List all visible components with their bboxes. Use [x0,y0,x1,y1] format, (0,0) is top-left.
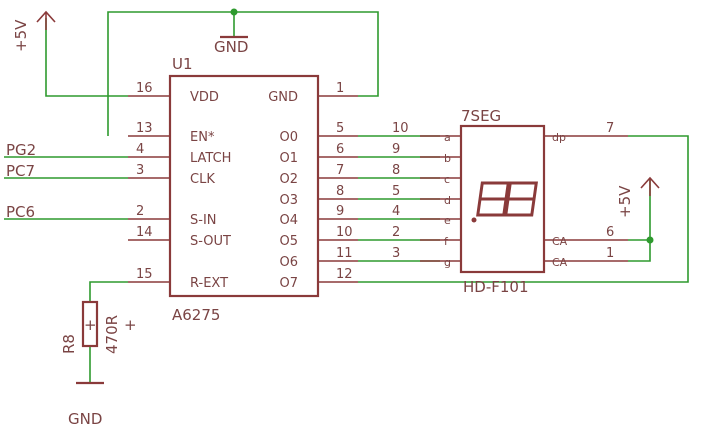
seg-pin-5-number: 5 [392,184,400,199]
u1-pin-14-number: 14 [136,225,153,240]
net-label-vcc-right: +5V [616,185,634,218]
u1-pin-12-number: 12 [336,267,353,282]
seg-pin-4-number: 4 [392,204,400,219]
wire-o7-dp [358,135,689,283]
u1-ref: U1 [172,55,193,73]
seg-pin-10-number: 10 [392,121,409,136]
u1-pin-15-number: 15 [136,267,153,282]
u1-pin-2-number: 2 [136,204,144,219]
seg-pin-3-number: 3 [392,246,400,261]
u1-value: A6275 [172,306,220,324]
net-label-gnd-top: GND [214,38,248,56]
u1-body [168,74,320,298]
u1-pin-6-number: 6 [336,142,344,157]
u1-pin-14-name: S-OUT [190,234,231,249]
seg-pin-8-number: 8 [392,163,400,178]
seg-pin-7-name: dp [552,131,566,144]
wire-ca-vcc [628,239,651,262]
u1-pin-13-number: 13 [136,121,153,136]
u1-pin-6-name: O1 [279,151,298,166]
seg-pin-2-number: 2 [392,225,400,240]
seg-pin-4-name: e [444,214,451,227]
supply-gnd-bottom: GND [68,381,104,428]
u1-pin-5-number: 5 [336,121,344,136]
u1-pin-4-number: 4 [136,142,144,157]
seg-pin-7-number: 7 [606,121,614,136]
seg-pin-8-name: c [444,173,450,186]
supply-vcc-left: +5V [12,10,56,52]
seg-dp-dot-icon [471,217,477,223]
u1-pin-7-name: O2 [279,172,298,187]
u1-pin-13-name: EN* [190,130,215,145]
u1-pin-2-name: S-IN [190,213,217,228]
supply-vcc-right: +5V [616,176,660,218]
net-label-gnd-bottom: GND [68,410,102,428]
r8-body [81,300,99,348]
seg-ref: 7SEG [461,107,501,125]
seg-pin-10-name: a [444,131,451,144]
supply-gnd-top: GND [214,35,248,56]
u1-pin-8-name: O3 [279,193,298,208]
seg-pin-9-name: b [444,152,451,165]
u1-pin-1-number: 1 [336,81,344,96]
net-label-vcc-left: +5V [12,19,30,52]
u1-pin-5-name: O0 [279,130,298,145]
seg-pin-1-number: 1 [606,246,614,261]
u1-pin-11-name: O6 [279,255,298,270]
u1-pin-11-number: 11 [336,246,353,261]
u1-a6275: U1 A6275 16VDD13EN*4LATCH3CLK2S-IN14S-OU… [128,55,358,324]
seg-pin-9-number: 9 [392,142,400,157]
u1-pin-3-name: CLK [190,172,215,187]
u1-pin-10-name: O5 [279,234,298,249]
r8-polarity-outer: + [124,316,137,334]
seg-pin-6-name: CA [552,235,568,248]
u1-pin-1-name: GND [268,90,298,105]
seg-value: HD-F101 [463,278,529,296]
u1-pin-12-name: O7 [279,276,298,291]
u1-pin-8-number: 8 [336,184,344,199]
seg-glyph-icon [476,181,538,217]
u1-pin-9-name: O4 [279,213,298,228]
r8-resistor: + + R8 470R [60,300,137,354]
wire-rext [89,281,128,302]
r8-polarity-inner: + [84,316,97,334]
seg-left-pins: 10 a 9 b 8 c 5 d 4 e 2 f 3 g [392,121,461,269]
seg-pin-1-name: CA [552,256,568,269]
seg-pin-2-name: f [444,235,449,248]
u1-pin-4-name: LATCH [190,151,231,166]
u1-pin-9-number: 9 [336,204,344,219]
u1-pin-16-name: VDD [190,90,219,105]
u1-pin-7-number: 7 [336,163,344,178]
wire-en-gnd [107,11,379,136]
u1-pin-15-name: R-EXT [190,276,228,291]
junction-gnd-top [230,8,238,16]
seg-pin-5-name: d [444,194,451,207]
junction-ca [646,236,654,244]
r8-ref: R8 [60,334,78,354]
u1-pin-16-number: 16 [136,81,153,96]
seg-pin-6-number: 6 [606,225,614,240]
net-label-pg2: PG2 [6,141,36,159]
net-label-pc7: PC7 [6,162,35,180]
r8-value: 470R [103,315,121,354]
wire-vdd [45,18,128,97]
u1-pin-3-number: 3 [136,163,144,178]
net-label-pc6: PC6 [6,203,35,221]
u1-pin-10-number: 10 [336,225,353,240]
seg-pin-3-name: g [444,256,451,269]
